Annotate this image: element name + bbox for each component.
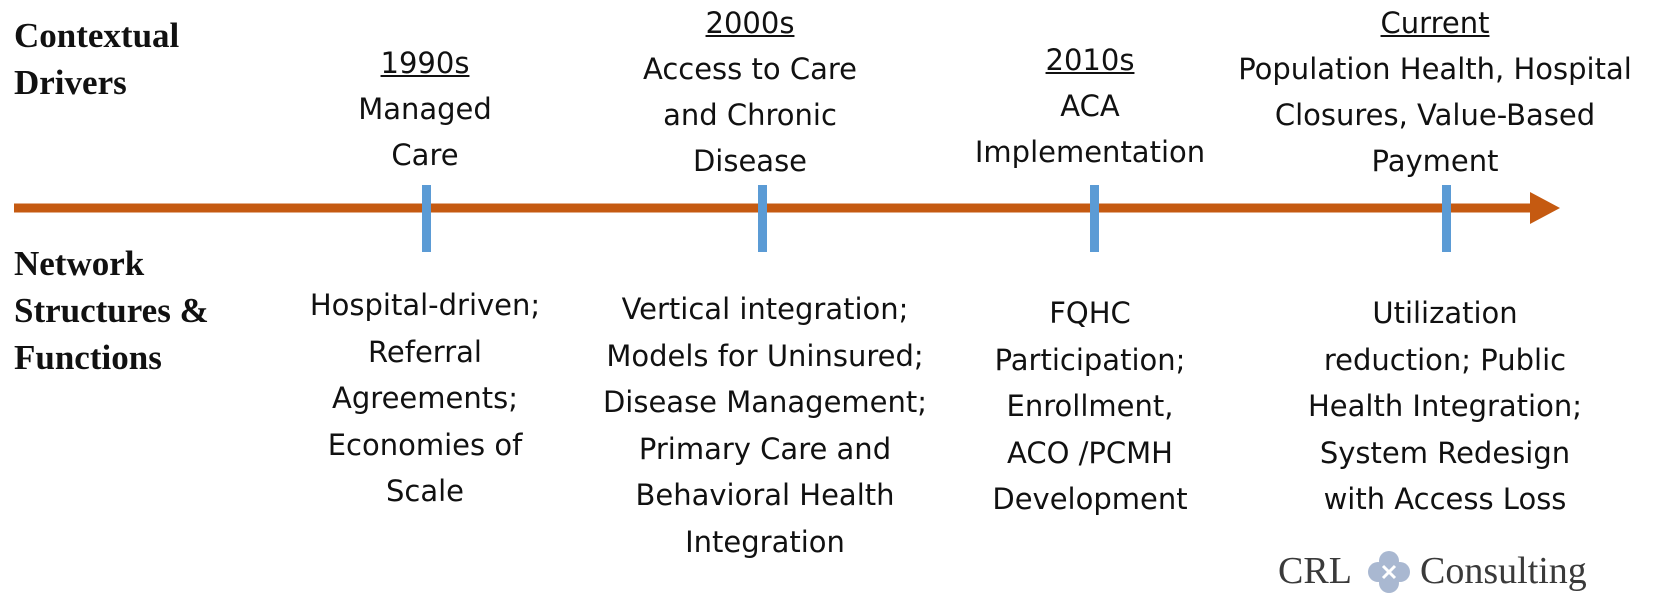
era-1990s-driver: 1990s Managed Care xyxy=(300,40,550,178)
era-2000s-driver: 2000s Access to Care and Chronic Disease xyxy=(600,0,900,184)
era-current-driver: Current Population Health, Hospital Clos… xyxy=(1225,0,1645,184)
logo-text-consulting: Consulting xyxy=(1420,550,1587,592)
era-2010s-driver-text: ACA Implementation xyxy=(974,89,1206,169)
era-2010s-driver: 2010s ACA Implementation xyxy=(950,37,1230,175)
tick-2000s xyxy=(758,185,767,252)
tick-2010s xyxy=(1090,185,1099,252)
era-2000s-functions: Vertical integration; Models for Uninsur… xyxy=(602,292,928,559)
contextual-drivers-label: Contextual Drivers xyxy=(14,16,180,102)
era-current-heading: Current xyxy=(1380,6,1490,40)
flower-logo-icon xyxy=(1368,551,1410,593)
era-2010s-functions: FQHC Participation; Enrollment, ACO /PCM… xyxy=(992,296,1188,516)
era-2010s-heading: 2010s xyxy=(1045,43,1135,77)
era-1990s-driver-text: Managed Care xyxy=(358,92,492,172)
logo-text-crl: CRL xyxy=(1278,550,1352,592)
era-1990s-heading: 1990s xyxy=(380,46,470,80)
tick-1990s xyxy=(422,185,431,252)
era-current-driver-text: Population Health, Hospital Closures, Va… xyxy=(1238,52,1632,178)
network-structures-label: Network Structures & Functions xyxy=(14,244,209,377)
tick-current xyxy=(1442,185,1451,252)
era-current-functions: Utilization reduction; Public Health Int… xyxy=(1307,296,1582,516)
era-2000s-driver-text: Access to Care and Chronic Disease xyxy=(643,52,857,178)
timeline-arrowhead xyxy=(1530,192,1560,224)
era-2000s-heading: 2000s xyxy=(705,6,795,40)
era-1990s-functions: Hospital-driven; Referral Agreements; Ec… xyxy=(309,288,541,508)
